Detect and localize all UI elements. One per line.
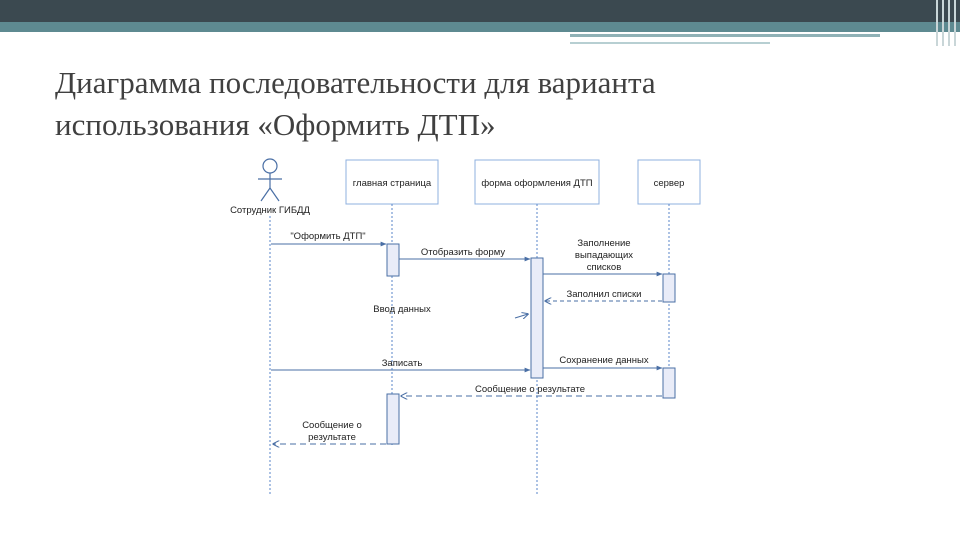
message-label-1: "Оформить ДТП": [290, 231, 365, 242]
header-bar-teal: [0, 22, 960, 32]
header-bar-dark: [0, 0, 960, 22]
message-label-3-line-2: выпадающих: [575, 250, 633, 261]
message-label-8: Сообщение о результате: [475, 384, 585, 395]
lifeline-header-form: форма оформления ДТП: [474, 159, 600, 205]
message-label-7: Сохранение данных: [559, 355, 649, 366]
lifeline-label-server: сервер: [654, 178, 685, 189]
lifeline-header-main-page: главная страница: [345, 159, 439, 205]
slide-title-line-2: использования «Оформить ДТП»: [55, 107, 496, 142]
header-vertical-lines: [930, 0, 960, 46]
message-label-5: Ввод данных: [373, 304, 431, 315]
message-self-arrow-5: [514, 314, 528, 318]
actor-figure: [258, 158, 282, 202]
lifeline-label-form: форма оформления ДТП: [481, 178, 592, 189]
activation-form: [530, 257, 544, 379]
lifeline-label-main-page: главная страница: [353, 178, 432, 189]
slide-title: Диаграмма последовательности для вариант…: [55, 62, 915, 146]
activation-main-page-1: [386, 243, 400, 277]
actor-label: Сотрудник ГИБДД: [230, 205, 310, 216]
message-label-6: Записать: [382, 358, 423, 369]
message-label-3-line-3: списков: [587, 262, 622, 273]
activation-server-1: [662, 273, 676, 303]
slide-title-line-1: Диаграмма последовательности для вариант…: [55, 65, 656, 100]
lifeline-header-server: сервер: [637, 159, 701, 205]
activation-server-2: [662, 367, 676, 399]
message-label-9-line-2: результате: [308, 432, 356, 443]
header-accent-line: [570, 34, 880, 37]
message-label-2: Отобразить форму: [421, 247, 505, 258]
activation-main-page-2: [386, 393, 400, 445]
header-accent-line-thin: [570, 42, 770, 44]
message-label-4: Заполнил списки: [567, 289, 642, 300]
message-label-9-line-1: Сообщение о: [302, 420, 362, 431]
message-label-3-line-1: Заполнение: [577, 238, 630, 249]
